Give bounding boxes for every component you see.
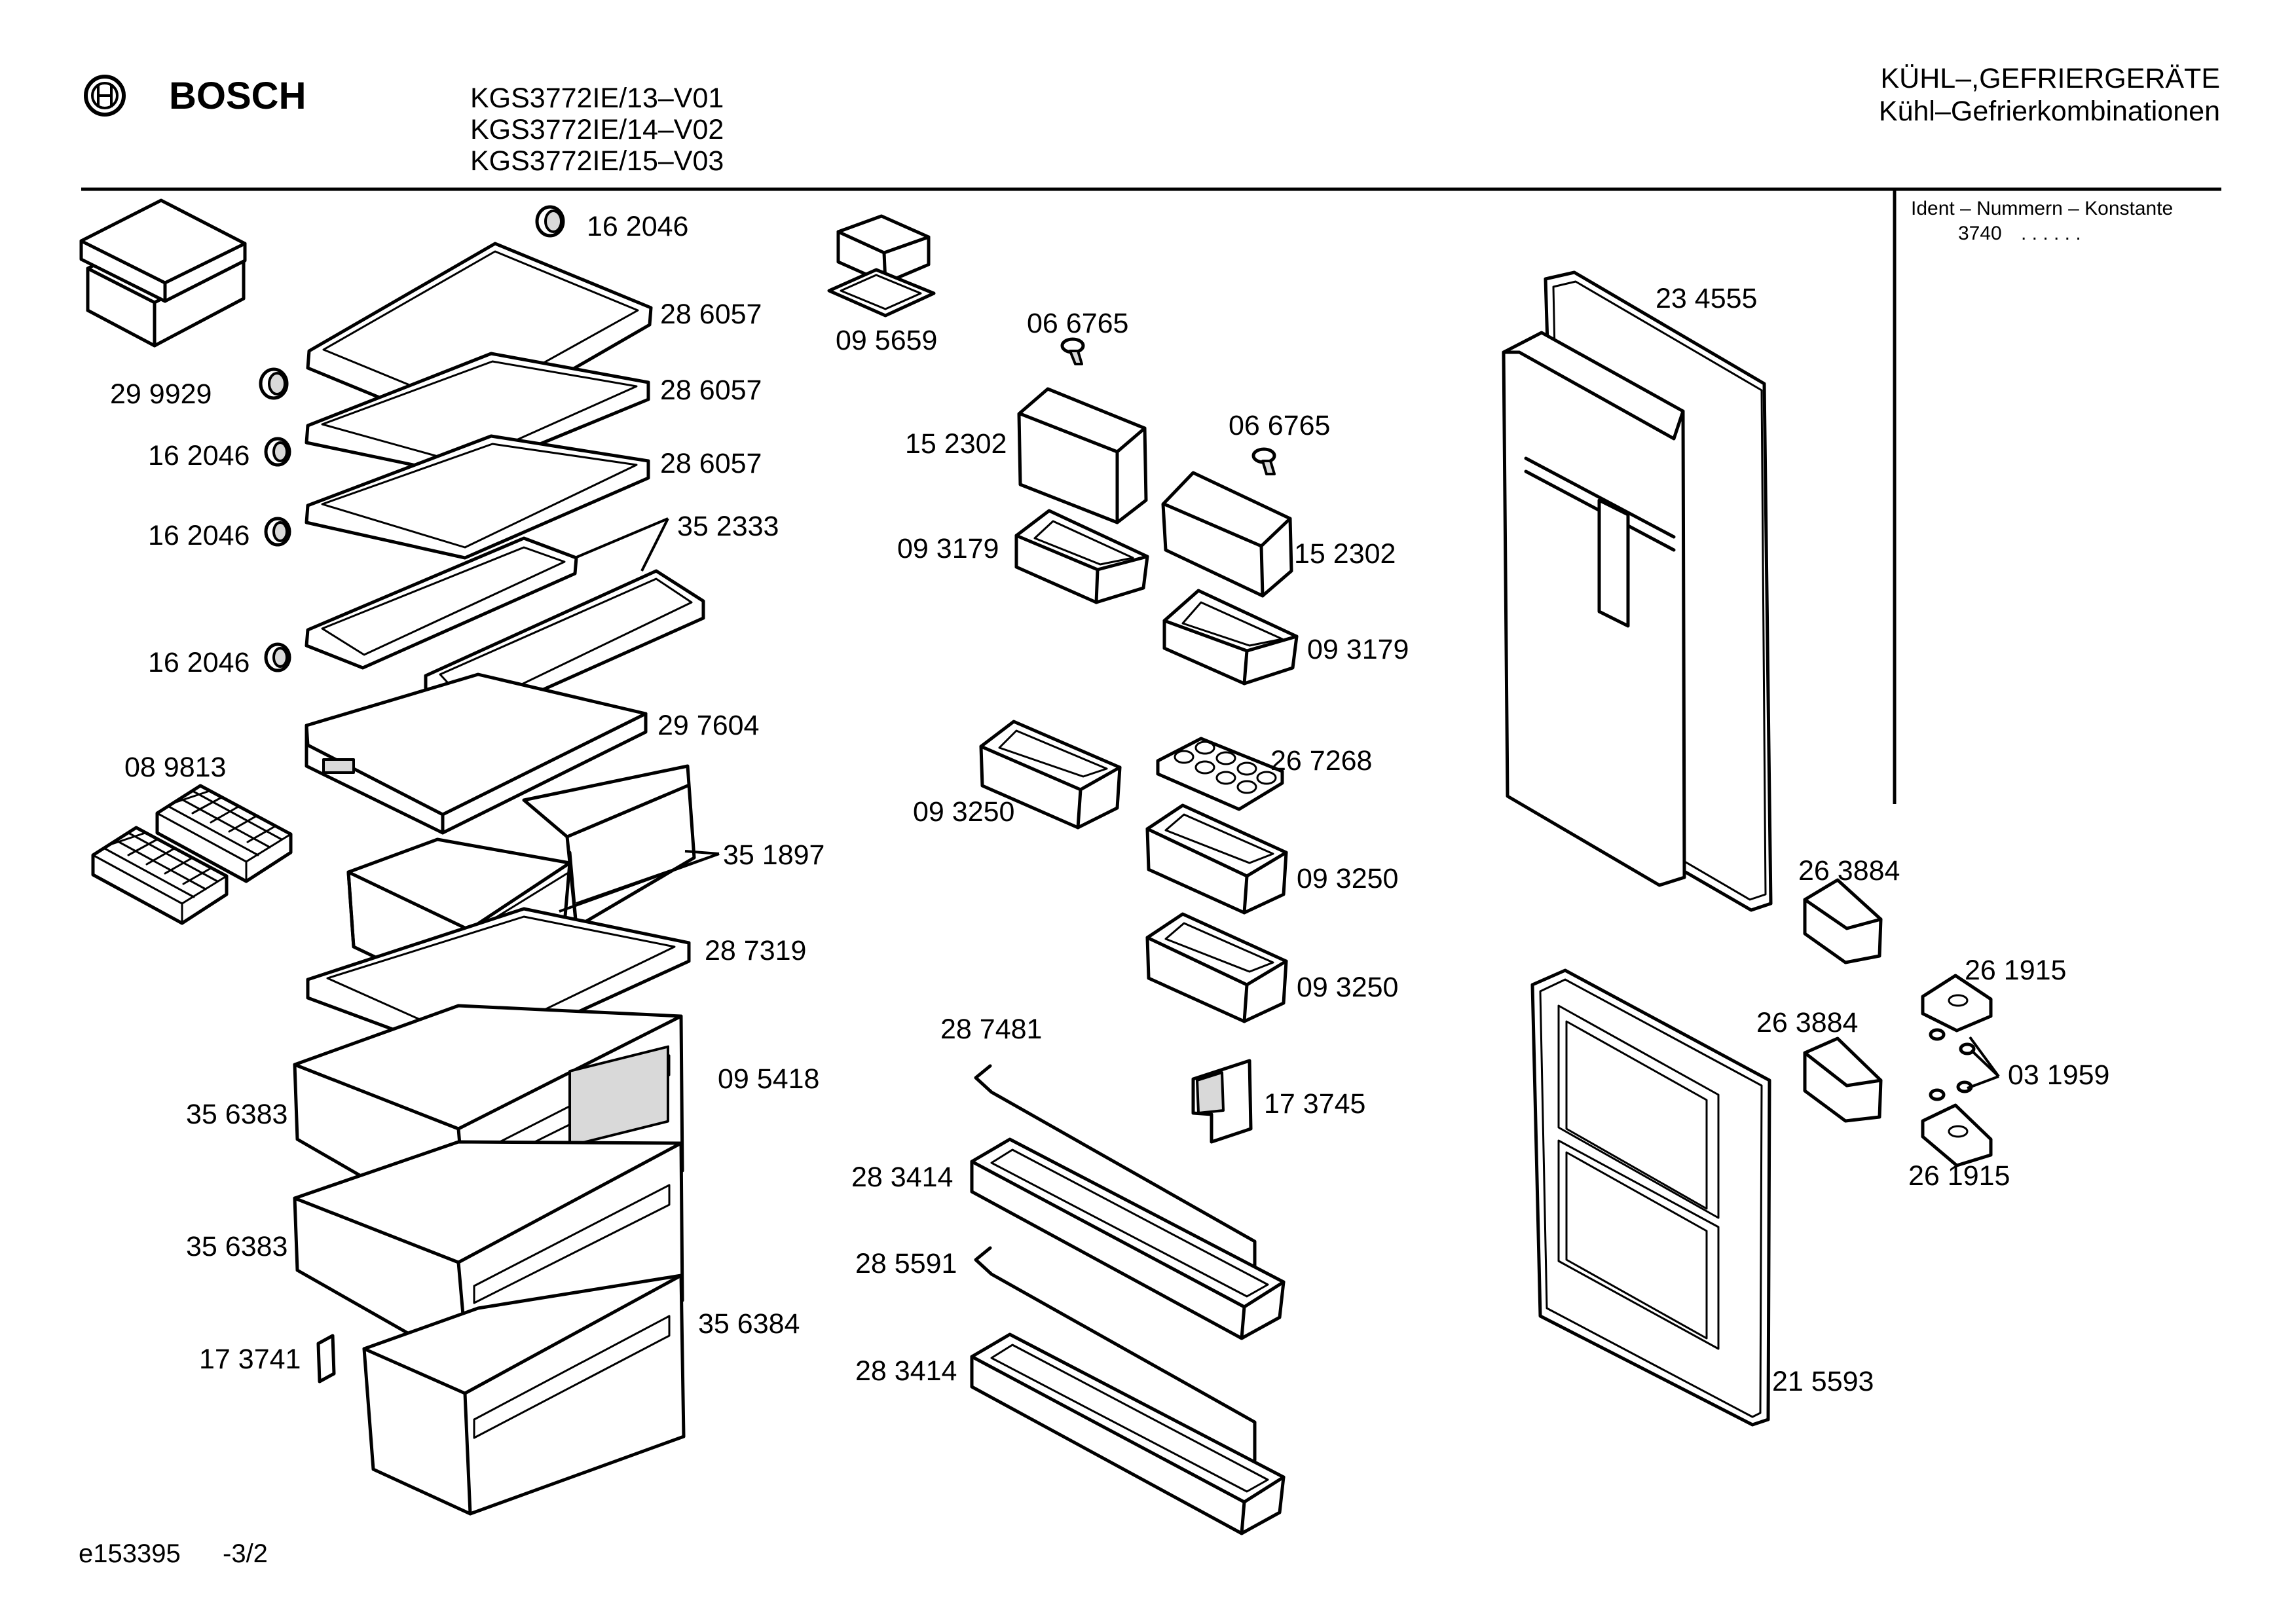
label-173741: 17 3741 [199, 1344, 301, 1375]
label-286057-a: 28 6057 [660, 299, 762, 330]
part-hinge-cover-a [1803, 878, 1883, 964]
part-small-clip [1191, 1059, 1253, 1144]
label-152302-b: 15 2302 [1294, 538, 1396, 570]
label-215593: 21 5593 [1772, 1366, 1874, 1397]
label-287481: 28 7481 [940, 1014, 1042, 1045]
label-093250-c: 09 3250 [1297, 972, 1398, 1003]
label-093179-a: 09 3179 [897, 533, 999, 564]
part-retaining-rail-bottom [974, 1246, 1257, 1462]
label-263884-a: 26 3884 [1798, 855, 1900, 887]
part-freezer-drawer-3 [362, 1273, 686, 1516]
label-234555: 23 4555 [1656, 283, 1757, 314]
part-hinge-cover-b [1803, 1036, 1883, 1123]
label-352333: 35 2333 [677, 511, 779, 542]
part-crisper-box-back [522, 764, 696, 929]
label-261915-a: 26 1915 [1965, 955, 2066, 986]
label-089813: 08 9813 [124, 752, 226, 783]
part-fridge-door [1502, 270, 1773, 912]
footer-doc-id: e153395 [79, 1539, 181, 1568]
part-door-bin-c [1145, 912, 1288, 1023]
part-door-cover-b [1161, 471, 1293, 598]
label-152302-a: 15 2302 [905, 428, 1007, 460]
part-freezer-door [1530, 968, 1771, 1427]
part-hinge-top [1921, 974, 1993, 1033]
part-door-bin-a [979, 720, 1122, 830]
label-356383-b: 35 6383 [186, 1231, 287, 1262]
part-door-bin-b [1145, 803, 1288, 915]
label-297604: 29 7604 [657, 710, 759, 741]
part-long-door-shelf-a [970, 1137, 1286, 1340]
part-glass-shelf-2 [305, 352, 650, 477]
label-263884-b: 26 3884 [1756, 1007, 1858, 1038]
category-line-2: Kühl–Gefrierkombinationen [1879, 96, 2220, 127]
part-ice-tray-1 [155, 784, 293, 883]
part-clip-c [264, 517, 291, 547]
label-283414-a: 28 3414 [851, 1162, 953, 1193]
label-162046-top: 16 2046 [587, 211, 688, 242]
label-162046-c: 16 2046 [148, 647, 250, 678]
label-066765-b: 06 6765 [1229, 410, 1330, 441]
part-clip-top [535, 205, 565, 238]
label-095659: 09 5659 [836, 325, 937, 356]
part-retaining-rail-top [974, 1064, 1257, 1281]
label-173745: 17 3745 [1264, 1088, 1365, 1120]
label-261915-b: 26 1915 [1908, 1160, 2010, 1192]
label-267268: 26 7268 [1270, 745, 1372, 777]
leader-lines [559, 517, 2000, 1090]
label-286057-c: 28 6057 [660, 448, 762, 479]
part-clip-a [259, 367, 289, 400]
label-285591: 28 5591 [855, 1248, 957, 1279]
label-095418: 09 5418 [718, 1063, 819, 1095]
label-066765-a: 06 6765 [1027, 308, 1128, 339]
label-299929: 29 9929 [110, 378, 212, 410]
part-door-cover-a [1017, 387, 1148, 524]
label-356384: 35 6384 [698, 1308, 800, 1340]
label-031959: 03 1959 [2008, 1059, 2109, 1091]
part-door-shelf-small-b [1162, 589, 1299, 686]
part-screw-a [1060, 337, 1085, 365]
part-clip-b [264, 437, 291, 467]
part-clip-d [264, 642, 291, 672]
label-162046-a: 16 2046 [148, 440, 250, 471]
model-line-1: KGS3772IE/13–V01 [470, 82, 724, 114]
part-long-door-shelf-b [970, 1332, 1286, 1535]
model-line-2: KGS3772IE/14–V02 [470, 114, 724, 145]
category-line-1: KÜHL–,GEFRIERGERÄTE [1881, 63, 2221, 94]
model-line-3: KGS3772IE/15–V03 [470, 145, 724, 177]
part-small-box-lid [827, 214, 936, 318]
label-093250-b: 09 3250 [1297, 863, 1398, 894]
label-356383-a: 35 6383 [186, 1099, 287, 1130]
label-283414-b: 28 3414 [855, 1355, 957, 1387]
ident-dots: . . . . . . [2021, 223, 2081, 244]
label-093179-b: 09 3179 [1307, 634, 1409, 665]
part-door-shelf-small-a [1014, 509, 1149, 604]
part-drawer-handle [316, 1334, 336, 1383]
label-287319: 28 7319 [705, 935, 806, 966]
footer-page: -3/2 [223, 1539, 268, 1568]
part-bushing-set [1929, 1028, 1976, 1101]
ident-value: 3740 [1958, 223, 2002, 244]
part-screw-b [1251, 447, 1276, 475]
part-egg-tray [1156, 737, 1284, 811]
label-093250-a: 09 3250 [913, 796, 1014, 828]
part-crisper-cover-shelf [305, 672, 648, 835]
part-glass-shelf-3 [305, 434, 650, 560]
label-286057-b: 28 6057 [660, 375, 762, 406]
part-labels: 16 2046 28 6057 28 6057 28 6057 29 9929 … [110, 211, 2109, 1397]
label-162046-b: 16 2046 [148, 520, 250, 551]
brand-name: BOSCH [169, 75, 306, 117]
ident-heading: Ident – Nummern – Konstante [1911, 198, 2173, 219]
part-butter-dish [79, 198, 247, 348]
bosch-logo: BOSCH [84, 75, 306, 117]
part-hinge-bottom [1921, 1103, 1993, 1167]
part-ice-tray-2 [91, 826, 229, 925]
label-351897: 35 1897 [723, 839, 824, 871]
